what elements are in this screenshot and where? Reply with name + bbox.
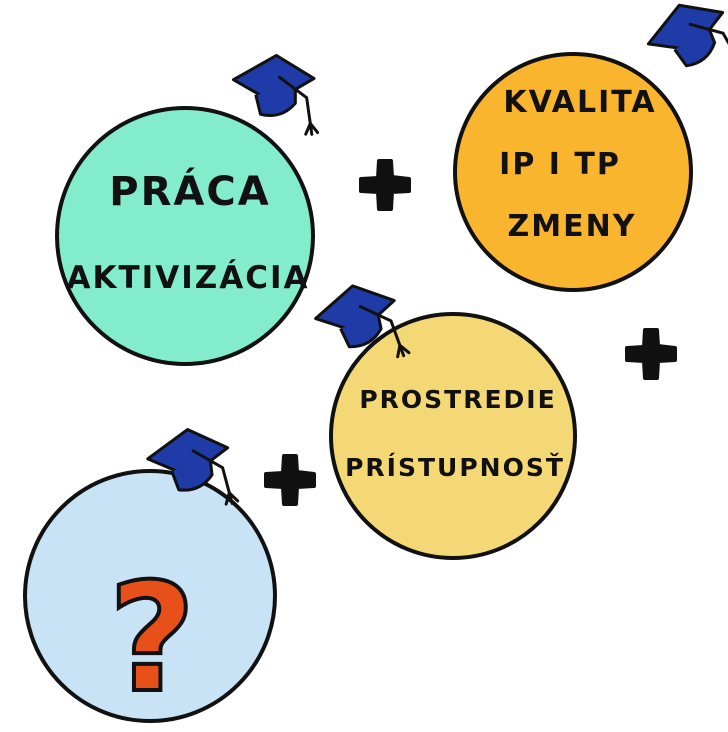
- bubble-question-circle: [23, 469, 277, 723]
- plus-icon: [359, 159, 411, 211]
- bubble-praca-line1: PRÁCA: [109, 167, 270, 215]
- bubble-praca-line2: AKTIVIZÁCIA: [67, 260, 310, 296]
- bubble-kvalita-line3: ZMENY: [508, 209, 637, 244]
- bubble-kvalita-line2: IP I TP: [499, 147, 621, 182]
- bubble-prostredie: PROSTREDIE PRÍSTUPNOSŤ: [307, 272, 577, 560]
- bubble-praca-circle: [55, 106, 315, 366]
- bubble-kvalita-circle: [453, 52, 693, 292]
- bubble-praca: PRÁCA AKTIVIZÁCIA: [55, 49, 324, 366]
- bubble-prostredie-line1: PROSTREDIE: [359, 385, 556, 414]
- bubble-kvalita: KVALITA IP I TP ZMENY: [453, 0, 728, 292]
- question-mark-icon: ?: [108, 552, 195, 726]
- bubble-question: ?: [23, 419, 277, 728]
- plus-icon: [625, 328, 677, 380]
- bubble-prostredie-line2: PRÍSTUPNOSŤ: [345, 452, 565, 482]
- bubble-kvalita-line1: KVALITA: [503, 85, 656, 120]
- bubble-prostredie-circle: [329, 312, 577, 560]
- plus-icon: [264, 454, 316, 506]
